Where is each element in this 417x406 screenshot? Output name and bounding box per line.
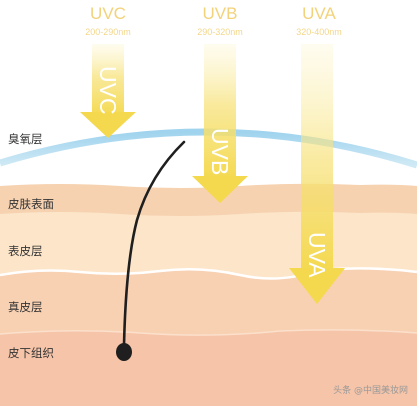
uvb-arrow: UVB bbox=[192, 44, 248, 203]
uvc-arrow: UVC bbox=[80, 44, 136, 138]
uvb-arrow-label: UVB bbox=[207, 128, 233, 175]
subcutaneous-layer bbox=[0, 329, 417, 406]
epidermis-label: 表皮层 bbox=[8, 244, 43, 258]
skin-surface-label: 皮肤表面 bbox=[8, 197, 54, 211]
dermis-label: 真皮层 bbox=[8, 300, 43, 314]
uva-name: UVA bbox=[302, 4, 336, 23]
subcutaneous-boundary-line bbox=[0, 329, 417, 336]
uva-arrow: UVA bbox=[289, 44, 345, 304]
hair-strand bbox=[122, 140, 186, 347]
uva-range: 320-400nm bbox=[296, 27, 342, 37]
uvc-arrow-label: UVC bbox=[95, 66, 121, 115]
hair-follicle bbox=[116, 343, 132, 361]
uvc-range: 200-290nm bbox=[85, 27, 131, 37]
subcutaneous-label: 皮下组织 bbox=[8, 346, 54, 360]
uvb-range: 290-320nm bbox=[197, 27, 243, 37]
ozone-label: 臭氧层 bbox=[8, 132, 43, 146]
uvb-name: UVB bbox=[203, 4, 238, 23]
source-credit: 头条 @中国美妆网 bbox=[333, 384, 408, 396]
uva-arrow-label: UVA bbox=[304, 232, 330, 278]
uvc-name: UVC bbox=[90, 4, 126, 23]
